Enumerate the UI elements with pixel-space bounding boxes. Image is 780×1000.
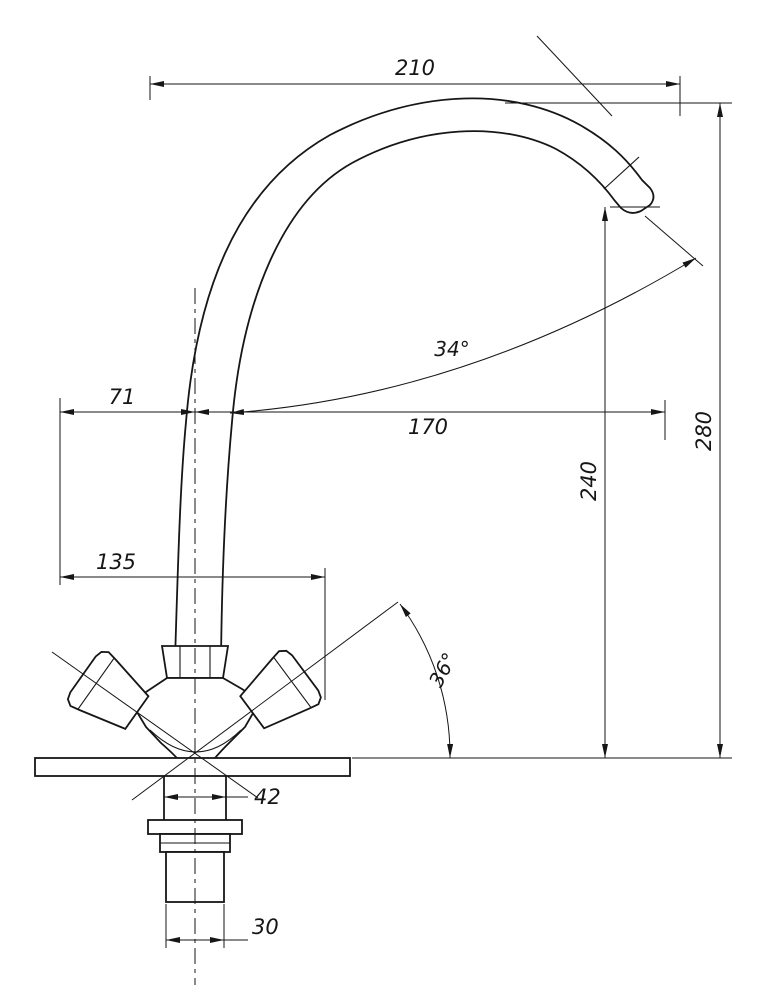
dim-71-label: 71: [109, 385, 136, 409]
construction-line-upper: [536, 35, 613, 117]
right-handle-axis: [131, 601, 399, 801]
dimension-240: 240: [577, 206, 660, 758]
right-knob-inner-face: [239, 695, 265, 729]
spout-tip-joint-line: [603, 156, 640, 190]
left-handle-knob: [66, 650, 150, 730]
dim-240-label: 240: [577, 461, 601, 501]
construction-line-lower: [644, 215, 704, 267]
dim-210-label: 210: [395, 56, 435, 80]
faucet-outline: [34, 97, 655, 903]
dim-42-label: 42: [254, 785, 281, 809]
angle-36: 36°: [399, 603, 462, 759]
dimension-42: 42: [164, 785, 281, 809]
dim-170-label: 170: [408, 415, 448, 439]
angle-34: 34°: [229, 257, 697, 415]
left-knob-outline: [66, 650, 150, 730]
angle-34-arc: [229, 257, 697, 415]
dim-280-label: 280: [692, 411, 716, 451]
dimension-30: 30: [165, 904, 279, 948]
body-dome-arc: [149, 729, 242, 753]
dim-135-label: 135: [96, 550, 136, 574]
dimension-210: 210: [149, 56, 681, 116]
dimension-71-170: 71 170: [59, 385, 666, 585]
dim-30-label: 30: [252, 915, 279, 939]
dimension-135: 135: [60, 550, 326, 700]
left-handle-axis: [51, 651, 259, 799]
base-plate: [34, 757, 351, 777]
angle-36-arc: [399, 603, 454, 759]
angle-34-label: 34°: [434, 337, 469, 361]
spout-outline: [174, 97, 655, 661]
right-knob-chamfer-line: [273, 657, 312, 708]
dimension-280: 280: [352, 102, 732, 759]
